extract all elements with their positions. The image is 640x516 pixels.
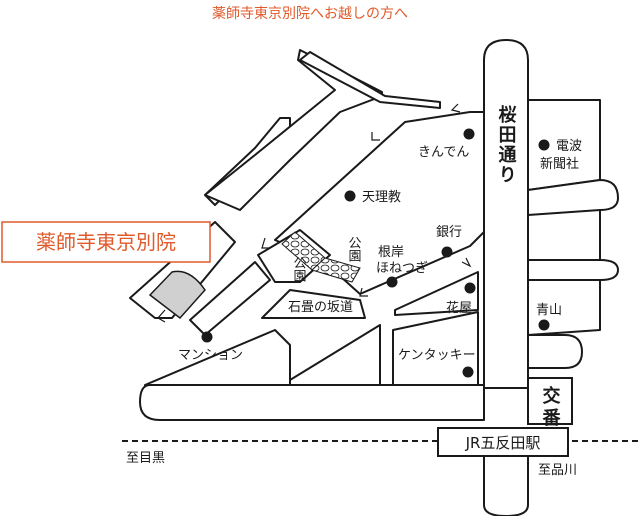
road-sakurada-south bbox=[483, 454, 529, 516]
street-label-sakurada: 桜田通り bbox=[496, 104, 517, 185]
temple-site bbox=[148, 270, 206, 320]
road-sakurada bbox=[483, 39, 529, 389]
road-right-branch-1 bbox=[527, 179, 619, 216]
dot-tenrikyo bbox=[344, 190, 356, 202]
map-title: 薬師寺東京別院へお越しの方へ bbox=[212, 6, 408, 22]
dot-denpa bbox=[538, 139, 550, 151]
block-hanaya bbox=[394, 271, 479, 316]
route-arrows bbox=[157, 103, 472, 323]
label-tenrikyo: 天理教 bbox=[362, 189, 401, 205]
station-label: JR五反田駅 bbox=[465, 434, 541, 452]
label-park-2: 公園 bbox=[291, 256, 307, 282]
dot-nagishi bbox=[386, 276, 398, 288]
dot-kinden bbox=[463, 128, 475, 140]
label-aoyama: 青山 bbox=[536, 303, 562, 318]
label-denpa-2: 新聞社 bbox=[540, 156, 579, 172]
label-kfc: ケンタッキー bbox=[398, 348, 476, 363]
block-upper-strip bbox=[204, 49, 383, 211]
roads bbox=[139, 39, 619, 516]
block-bottom bbox=[289, 324, 381, 386]
direction-shinagawa: 至品川 bbox=[538, 463, 577, 478]
dot-kfc bbox=[462, 366, 474, 378]
label-mansion: マンション bbox=[178, 348, 243, 363]
dot-hanaya bbox=[464, 282, 476, 294]
landmark-dots bbox=[201, 128, 550, 378]
station-box: JR五反田駅 bbox=[437, 427, 569, 457]
temple-label: 薬師寺東京別院 bbox=[36, 230, 176, 254]
block-upper-top bbox=[299, 51, 441, 109]
block-slope bbox=[261, 289, 366, 319]
dot-mansion bbox=[201, 331, 213, 343]
dot-bank bbox=[441, 246, 453, 258]
label-bank: 銀行 bbox=[436, 225, 462, 240]
direction-meguro: 至目黒 bbox=[126, 451, 165, 466]
label-kinden: きんでん bbox=[418, 145, 469, 160]
label-hanaya: 花屋 bbox=[446, 300, 472, 316]
road-bottom bbox=[139, 384, 485, 421]
temple-label-box: 薬師寺東京別院 bbox=[1, 221, 211, 263]
label-slope: 石畳の坂道 bbox=[288, 300, 353, 315]
label-honetsugi: ほねつぎ bbox=[376, 261, 428, 276]
label-park-1: 公園 bbox=[346, 236, 362, 262]
label-nagishi: 根岸 bbox=[378, 245, 404, 260]
label-denpa: 電波 bbox=[556, 139, 582, 154]
dot-aoyama bbox=[538, 319, 550, 331]
road-right-branch-2 bbox=[527, 259, 619, 281]
koban-label: 交番 bbox=[540, 385, 562, 430]
block-left-strip bbox=[189, 261, 271, 336]
road-right-branch-3 bbox=[527, 334, 583, 369]
cobble-steps-2 bbox=[311, 257, 361, 283]
